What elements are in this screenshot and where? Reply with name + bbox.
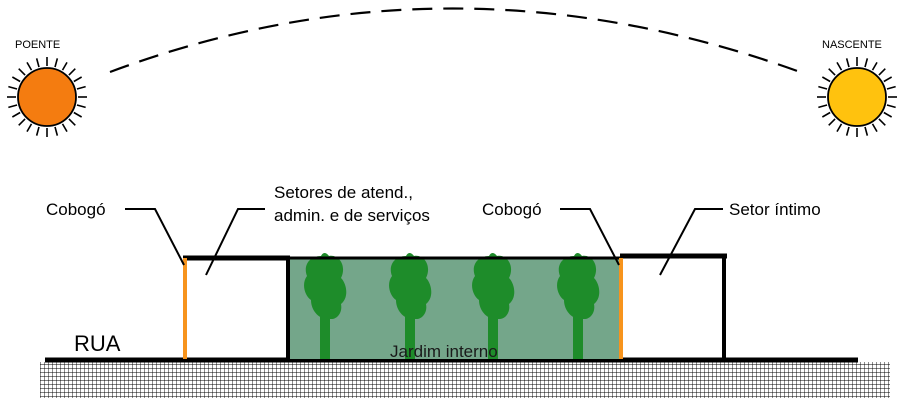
sun-ray <box>54 58 59 68</box>
sun-disc <box>827 67 887 127</box>
sun-path-arc <box>109 7 801 74</box>
sun-ray <box>845 126 850 136</box>
sun-disc <box>17 67 77 127</box>
sun-ray <box>878 118 886 126</box>
sun-ray <box>818 85 828 90</box>
sun-ray <box>883 111 893 118</box>
sun-ray <box>871 61 878 71</box>
sun-ray <box>8 104 18 109</box>
label-setores-line1: Setores de atend., <box>274 183 413 202</box>
sun-ray <box>61 123 68 133</box>
sun-ray <box>76 85 86 90</box>
sun-ray <box>864 126 869 136</box>
sun-ray <box>836 61 843 71</box>
sun-ray <box>18 118 26 126</box>
west-label: POENTE <box>15 39 60 51</box>
sun-ray <box>821 111 831 118</box>
sun-ray <box>26 61 33 71</box>
sun-ray <box>818 104 828 109</box>
sun-icon-east <box>817 57 897 137</box>
sun-ray <box>73 111 83 118</box>
sun-ray <box>68 68 76 76</box>
sun-icon-west <box>7 57 87 137</box>
leader-setor-intimo <box>659 208 723 276</box>
sun-ray <box>35 126 40 136</box>
sun-ray <box>61 61 68 71</box>
sun-ray <box>68 118 76 126</box>
tree-icon <box>389 253 432 359</box>
sun-ray <box>54 126 59 136</box>
leader-setores <box>205 208 265 276</box>
label-setor-intimo: Setor íntimo <box>729 200 821 219</box>
label-cobogo-right: Cobogó <box>482 200 542 219</box>
leader-cobogo-right <box>560 208 620 266</box>
sun-ray <box>18 68 26 76</box>
sun-ray <box>836 123 843 133</box>
sun-ray <box>864 58 869 68</box>
tree-icon <box>304 253 347 359</box>
ground-hatch <box>40 362 890 398</box>
tree-icon <box>472 253 515 359</box>
sun-ray <box>26 123 33 133</box>
sun-ray <box>828 68 836 76</box>
sun-ray <box>878 68 886 76</box>
label-cobogo-left: Cobogó <box>46 200 106 219</box>
sun-ray <box>883 76 893 83</box>
garden-label: Jardim interno <box>390 342 498 361</box>
sun-ray <box>886 104 896 109</box>
sun-ray <box>845 58 850 68</box>
sun-ray <box>821 76 831 83</box>
sun-ray <box>73 76 83 83</box>
sun-ray <box>35 58 40 68</box>
sun-ray <box>871 123 878 133</box>
east-label: NASCENTE <box>822 39 882 51</box>
tree-icon <box>557 253 600 359</box>
sun-ray <box>8 85 18 90</box>
sun-ray <box>11 111 21 118</box>
label-setores-line2: admin. e de serviços <box>274 206 430 225</box>
sun-ray <box>828 118 836 126</box>
sun-ray <box>886 85 896 90</box>
sun-ray <box>76 104 86 109</box>
leader-cobogo-left <box>125 208 185 266</box>
sun-ray <box>11 76 21 83</box>
garden-trees <box>304 253 600 359</box>
street-label: RUA <box>74 331 121 356</box>
